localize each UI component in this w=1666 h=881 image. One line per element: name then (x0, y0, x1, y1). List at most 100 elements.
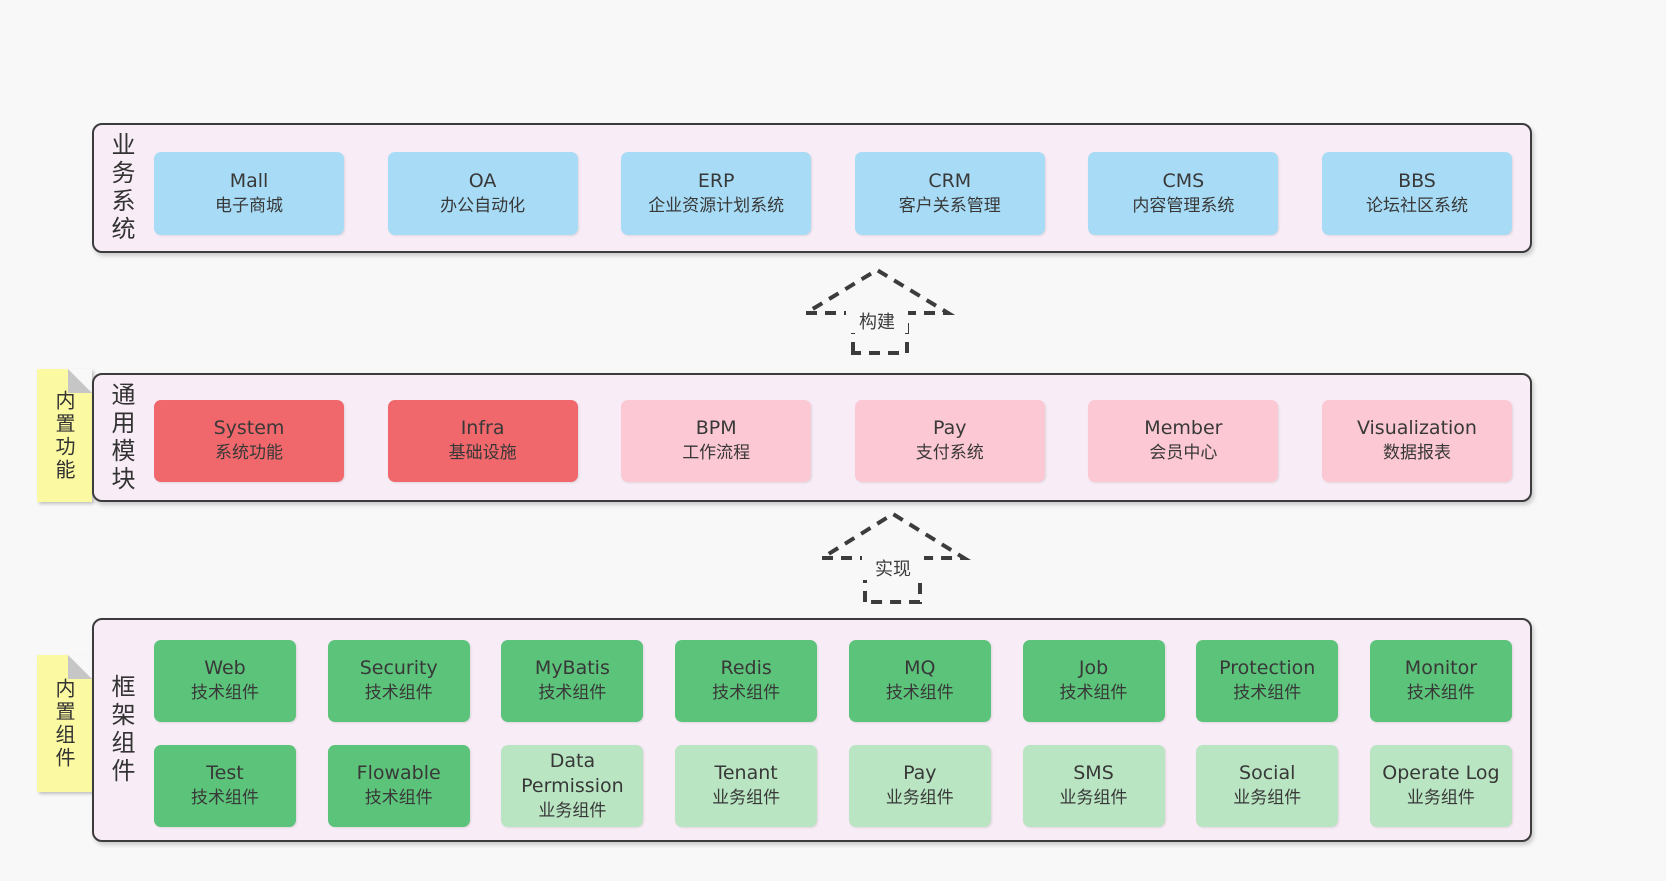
sms-component-box: SMS 业务组件 (1022, 745, 1165, 827)
implement-arrow-label: 实现 (862, 556, 924, 580)
box-name: Visualization (1356, 417, 1477, 439)
box-subtitle: 论坛社区系统 (1365, 195, 1468, 216)
box-name: ERP (697, 169, 735, 192)
framework-components-row-2: Test 技术组件 Flowable 技术组件 Data Permission … (154, 745, 1512, 827)
mall-box: Mall 电子商城 (154, 152, 344, 235)
builtin-component-note: 内置组件 (37, 655, 92, 792)
system-box: System 系统功能 (154, 400, 344, 482)
common-modules-row: System 系统功能 Infra 基础设施 BPM 工作流程 Pay 支付系统… (154, 400, 1512, 482)
box-name: Member (1144, 417, 1223, 439)
box-subtitle: 数据报表 (1382, 443, 1451, 463)
box-name: Data Permission (521, 749, 624, 797)
protection-component-box: Protection 技术组件 (1196, 640, 1339, 722)
note-text: 内置组件 (52, 677, 76, 770)
monitor-component-box: Monitor 技术组件 (1369, 640, 1512, 722)
band-side-label: 业务系统 (107, 132, 135, 244)
web-component-box: Web 技术组件 (154, 640, 296, 722)
box-subtitle: 办公自动化 (440, 195, 526, 216)
box-name: BPM (695, 417, 737, 439)
box-subtitle: 技术组件 (885, 683, 954, 703)
box-subtitle: 技术组件 (712, 683, 781, 703)
pay-component-box: Pay 业务组件 (848, 745, 991, 827)
visualization-box: Visualization 数据报表 (1321, 400, 1512, 482)
box-name: Test (206, 762, 244, 784)
bbs-box: BBS 论坛社区系统 (1321, 152, 1512, 235)
redis-component-box: Redis 技术组件 (675, 640, 818, 722)
crm-box: CRM 客户关系管理 (854, 152, 1045, 235)
box-name: Infra (460, 417, 505, 439)
box-subtitle: 客户关系管理 (898, 195, 1001, 216)
pay-module-box: Pay 支付系统 (854, 400, 1045, 482)
oa-box: OA 办公自动化 (387, 152, 578, 235)
box-subtitle: 技术组件 (191, 788, 259, 808)
box-name: Protection (1219, 657, 1316, 679)
box-name: Monitor (1404, 657, 1478, 679)
box-name: CRM (928, 169, 972, 192)
framework-components-row-1: Web 技术组件 Security 技术组件 MyBatis 技术组件 Redi… (154, 640, 1512, 722)
builtin-feature-note: 内置功能 (37, 369, 92, 502)
box-subtitle: 系统功能 (215, 443, 283, 463)
box-name: Web (204, 657, 246, 679)
business-systems-band: 业务系统 Mall 电子商城 OA 办公自动化 ERP 企业资源计划系统 CRM… (92, 123, 1532, 253)
common-modules-band: 通用模块 System 系统功能 Infra 基础设施 BPM 工作流程 Pay… (92, 373, 1532, 502)
member-box: Member 会员中心 (1088, 400, 1279, 482)
band-side-label: 框架组件 (107, 674, 135, 786)
box-subtitle: 工作流程 (682, 443, 751, 463)
box-subtitle: 业务组件 (1406, 788, 1475, 808)
box-subtitle: 业务组件 (1233, 788, 1302, 808)
box-name: SMS (1073, 762, 1114, 784)
box-name: Pay (933, 417, 967, 439)
box-subtitle: 技术组件 (538, 683, 607, 703)
box-name: MQ (904, 657, 936, 679)
social-component-box: Social 业务组件 (1196, 745, 1339, 827)
box-subtitle: 基础设施 (448, 443, 517, 463)
box-name: Tenant (714, 762, 778, 784)
box-subtitle: 业务组件 (712, 788, 781, 808)
data-permission-component-box: Data Permission 业务组件 (501, 745, 644, 827)
erp-box: ERP 企业资源计划系统 (621, 152, 812, 235)
box-name: Redis (720, 657, 772, 679)
box-name: Job (1078, 657, 1109, 679)
box-name: OA (468, 169, 497, 192)
framework-components-band: 框架组件 Web 技术组件 Security 技术组件 MyBatis 技术组件… (92, 618, 1532, 842)
box-name: Security (359, 657, 438, 679)
box-subtitle: 业务组件 (885, 788, 954, 808)
note-text: 内置功能 (52, 389, 76, 482)
operate-log-component-box: Operate Log 业务组件 (1369, 745, 1512, 827)
box-subtitle: 技术组件 (191, 683, 259, 703)
build-arrow-label: 构建 (846, 309, 908, 333)
box-subtitle: 支付系统 (915, 443, 984, 463)
mq-component-box: MQ 技术组件 (848, 640, 991, 722)
box-subtitle: 技术组件 (1406, 683, 1475, 703)
box-name: Pay (903, 762, 937, 784)
box-subtitle: 技术组件 (364, 788, 433, 808)
box-name: BBS (1398, 169, 1436, 192)
box-name: CMS (1162, 169, 1205, 192)
box-subtitle: 电子商城 (215, 195, 283, 216)
box-subtitle: 技术组件 (364, 683, 433, 703)
band-side-label: 通用模块 (107, 381, 135, 494)
mybatis-component-box: MyBatis 技术组件 (501, 640, 644, 722)
box-subtitle: 业务组件 (1059, 788, 1128, 808)
box-subtitle: 技术组件 (1059, 683, 1128, 703)
box-subtitle: 会员中心 (1149, 443, 1218, 463)
box-subtitle: 技术组件 (1233, 683, 1302, 703)
security-component-box: Security 技术组件 (327, 640, 470, 722)
cms-box: CMS 内容管理系统 (1088, 152, 1279, 235)
box-name: Flowable (356, 762, 441, 784)
bpm-box: BPM 工作流程 (621, 400, 812, 482)
box-subtitle: 企业资源计划系统 (648, 195, 785, 216)
box-name: System (213, 417, 285, 439)
box-name: Mall (229, 169, 269, 192)
box-name: MyBatis (534, 657, 610, 679)
test-component-box: Test 技术组件 (154, 745, 296, 827)
box-subtitle: 业务组件 (538, 800, 607, 821)
tenant-component-box: Tenant 业务组件 (675, 745, 818, 827)
box-subtitle: 内容管理系统 (1132, 195, 1235, 216)
flowable-component-box: Flowable 技术组件 (327, 745, 470, 827)
box-name: Social (1239, 762, 1296, 784)
business-systems-row: Mall 电子商城 OA 办公自动化 ERP 企业资源计划系统 CRM 客户关系… (154, 152, 1512, 235)
box-name: Operate Log (1382, 762, 1500, 784)
job-component-box: Job 技术组件 (1022, 640, 1165, 722)
